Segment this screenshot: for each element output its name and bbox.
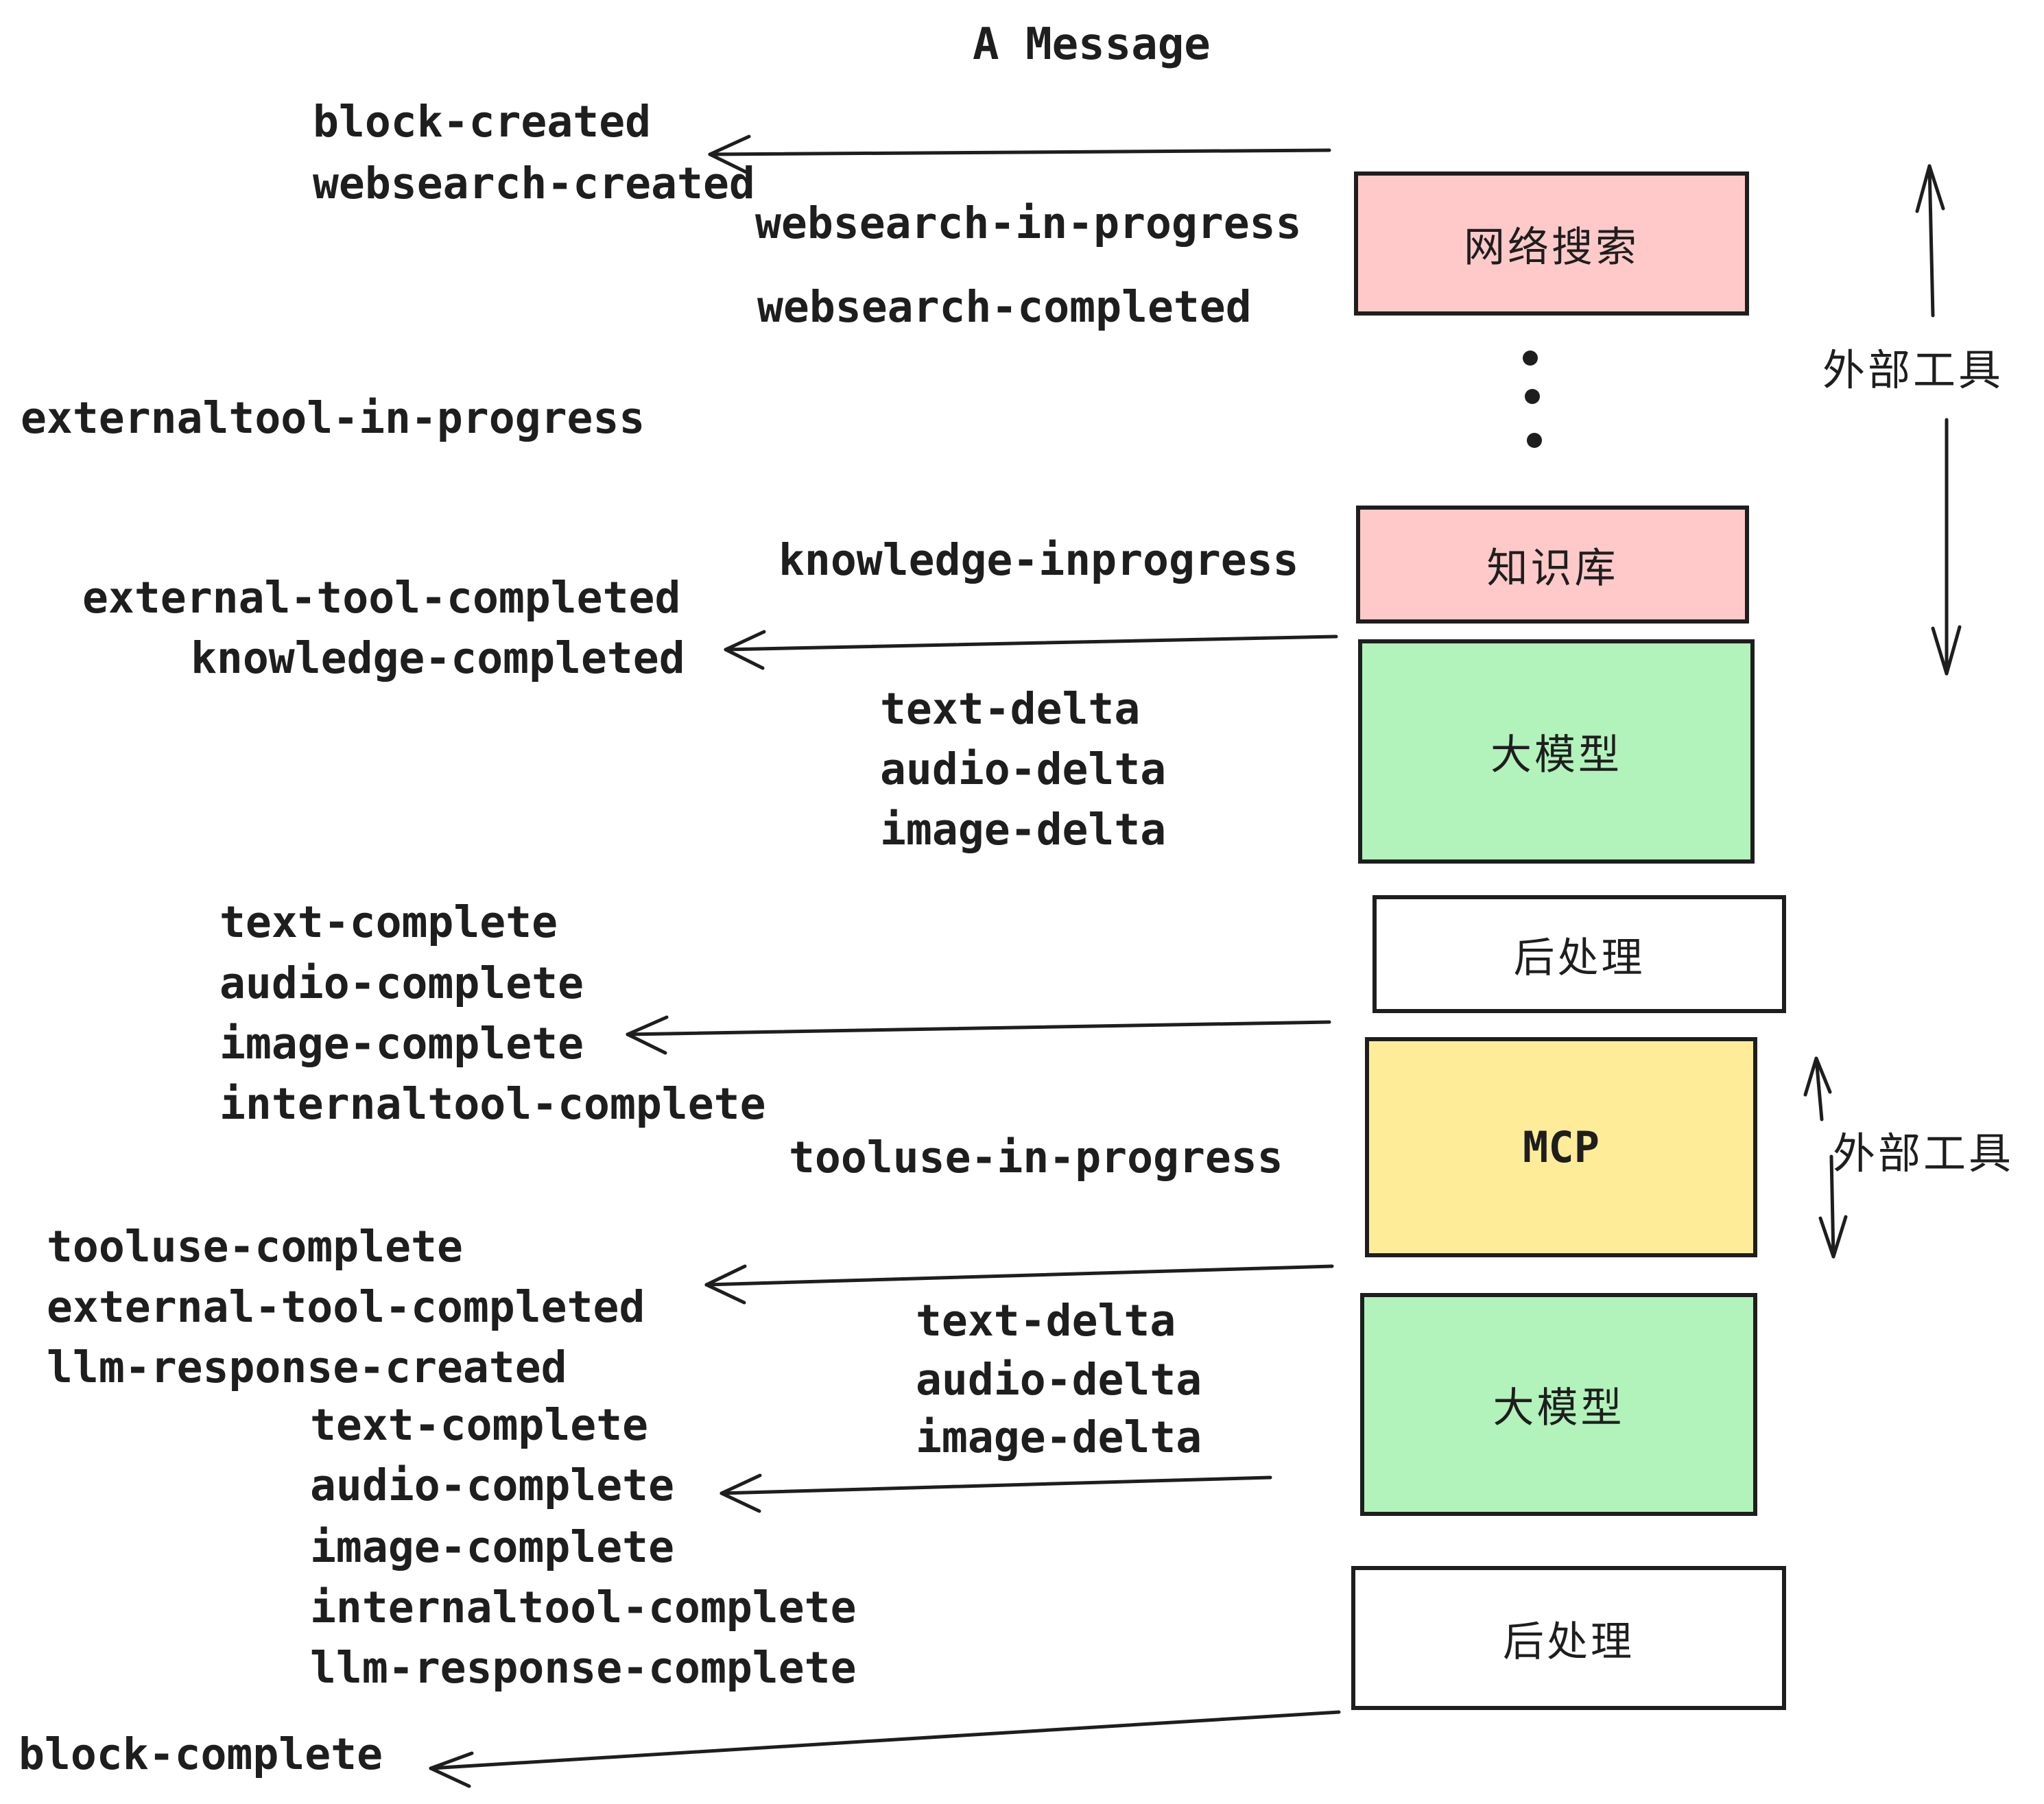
- event-internaltool-complete-1: internaltool-complete: [219, 1079, 766, 1129]
- box-postprocess-1-label: 后处理: [1513, 934, 1645, 981]
- event-knowledge-inprogress: knowledge-inprogress: [779, 535, 1299, 585]
- event-llm-response-complete: llm-response-complete: [310, 1643, 857, 1693]
- event-text-complete-2: text-complete: [310, 1400, 649, 1450]
- arrow-to-block-complete: [429, 1710, 1341, 1788]
- box-postprocess-1: 后处理: [1372, 895, 1786, 1013]
- event-websearch-in-progress: websearch-in-progress: [755, 198, 1302, 248]
- box-llm-2-label: 大模型: [1493, 1385, 1625, 1431]
- box-websearch-label: 网络搜索: [1464, 224, 1639, 270]
- event-text-delta-1: text-delta: [880, 684, 1141, 734]
- event-text-complete-1: text-complete: [219, 897, 558, 947]
- external-tools-up-arrow-1: [1915, 164, 1945, 318]
- box-postprocess-2-label: 后处理: [1503, 1618, 1635, 1665]
- arrow-to-knowledge-completed: [724, 630, 1338, 670]
- box-knowledge-label: 知识库: [1486, 545, 1619, 591]
- event-text-delta-2: text-delta: [916, 1296, 1176, 1346]
- event-image-complete-2: image-complete: [310, 1522, 675, 1572]
- event-audio-complete-2: audio-complete: [310, 1460, 675, 1510]
- event-audio-complete-1: audio-complete: [219, 958, 584, 1008]
- diagram-title: A Message: [973, 19, 1211, 70]
- external-tools-label-2: 外部工具: [1833, 1130, 2015, 1178]
- box-websearch: 网络搜索: [1354, 171, 1749, 316]
- ellipsis-dots: [1523, 351, 1542, 448]
- event-audio-delta-1: audio-delta: [880, 744, 1167, 794]
- event-image-complete-1: image-complete: [219, 1019, 584, 1069]
- box-llm-2: 大模型: [1360, 1293, 1757, 1516]
- box-llm-1-label: 大模型: [1490, 732, 1622, 778]
- external-tools-label-1: 外部工具: [1822, 347, 2004, 394]
- event-websearch-completed: websearch-completed: [757, 282, 1252, 332]
- event-image-delta-1: image-delta: [880, 805, 1167, 855]
- event-tooluse-complete: tooluse-complete: [47, 1222, 463, 1272]
- box-mcp-label: MCP: [1523, 1122, 1600, 1172]
- event-internaltool-complete-2: internaltool-complete: [310, 1582, 857, 1633]
- arrow-to-audio-complete: [720, 1473, 1272, 1513]
- event-external-tool-completed-2: external-tool-completed: [47, 1282, 645, 1332]
- event-tooluse-in-progress: tooluse-in-progress: [789, 1132, 1283, 1183]
- event-externaltool-in-progress: externaltool-in-progress: [21, 393, 645, 443]
- event-websearch-created: websearch-created: [313, 158, 755, 209]
- box-knowledge: 知识库: [1356, 506, 1749, 624]
- event-knowledge-completed: knowledge-completed: [191, 633, 685, 683]
- event-block-created: block-created: [313, 97, 652, 147]
- arrow-to-image-complete: [626, 1015, 1331, 1055]
- event-image-delta-2: image-delta: [916, 1412, 1202, 1462]
- event-audio-delta-2: audio-delta: [916, 1355, 1202, 1405]
- event-external-tool-completed-1: external-tool-completed: [82, 573, 681, 623]
- box-llm-1: 大模型: [1358, 639, 1755, 864]
- external-tools-down-arrow-1: [1931, 418, 1962, 676]
- event-llm-response-created: llm-response-created: [47, 1342, 567, 1392]
- box-mcp: MCP: [1365, 1037, 1757, 1257]
- box-postprocess-2: 后处理: [1351, 1566, 1786, 1710]
- external-tools-up-arrow-2: [1803, 1056, 1832, 1121]
- arrow-to-block-created: [708, 134, 1331, 175]
- event-block-complete: block-complete: [19, 1729, 383, 1779]
